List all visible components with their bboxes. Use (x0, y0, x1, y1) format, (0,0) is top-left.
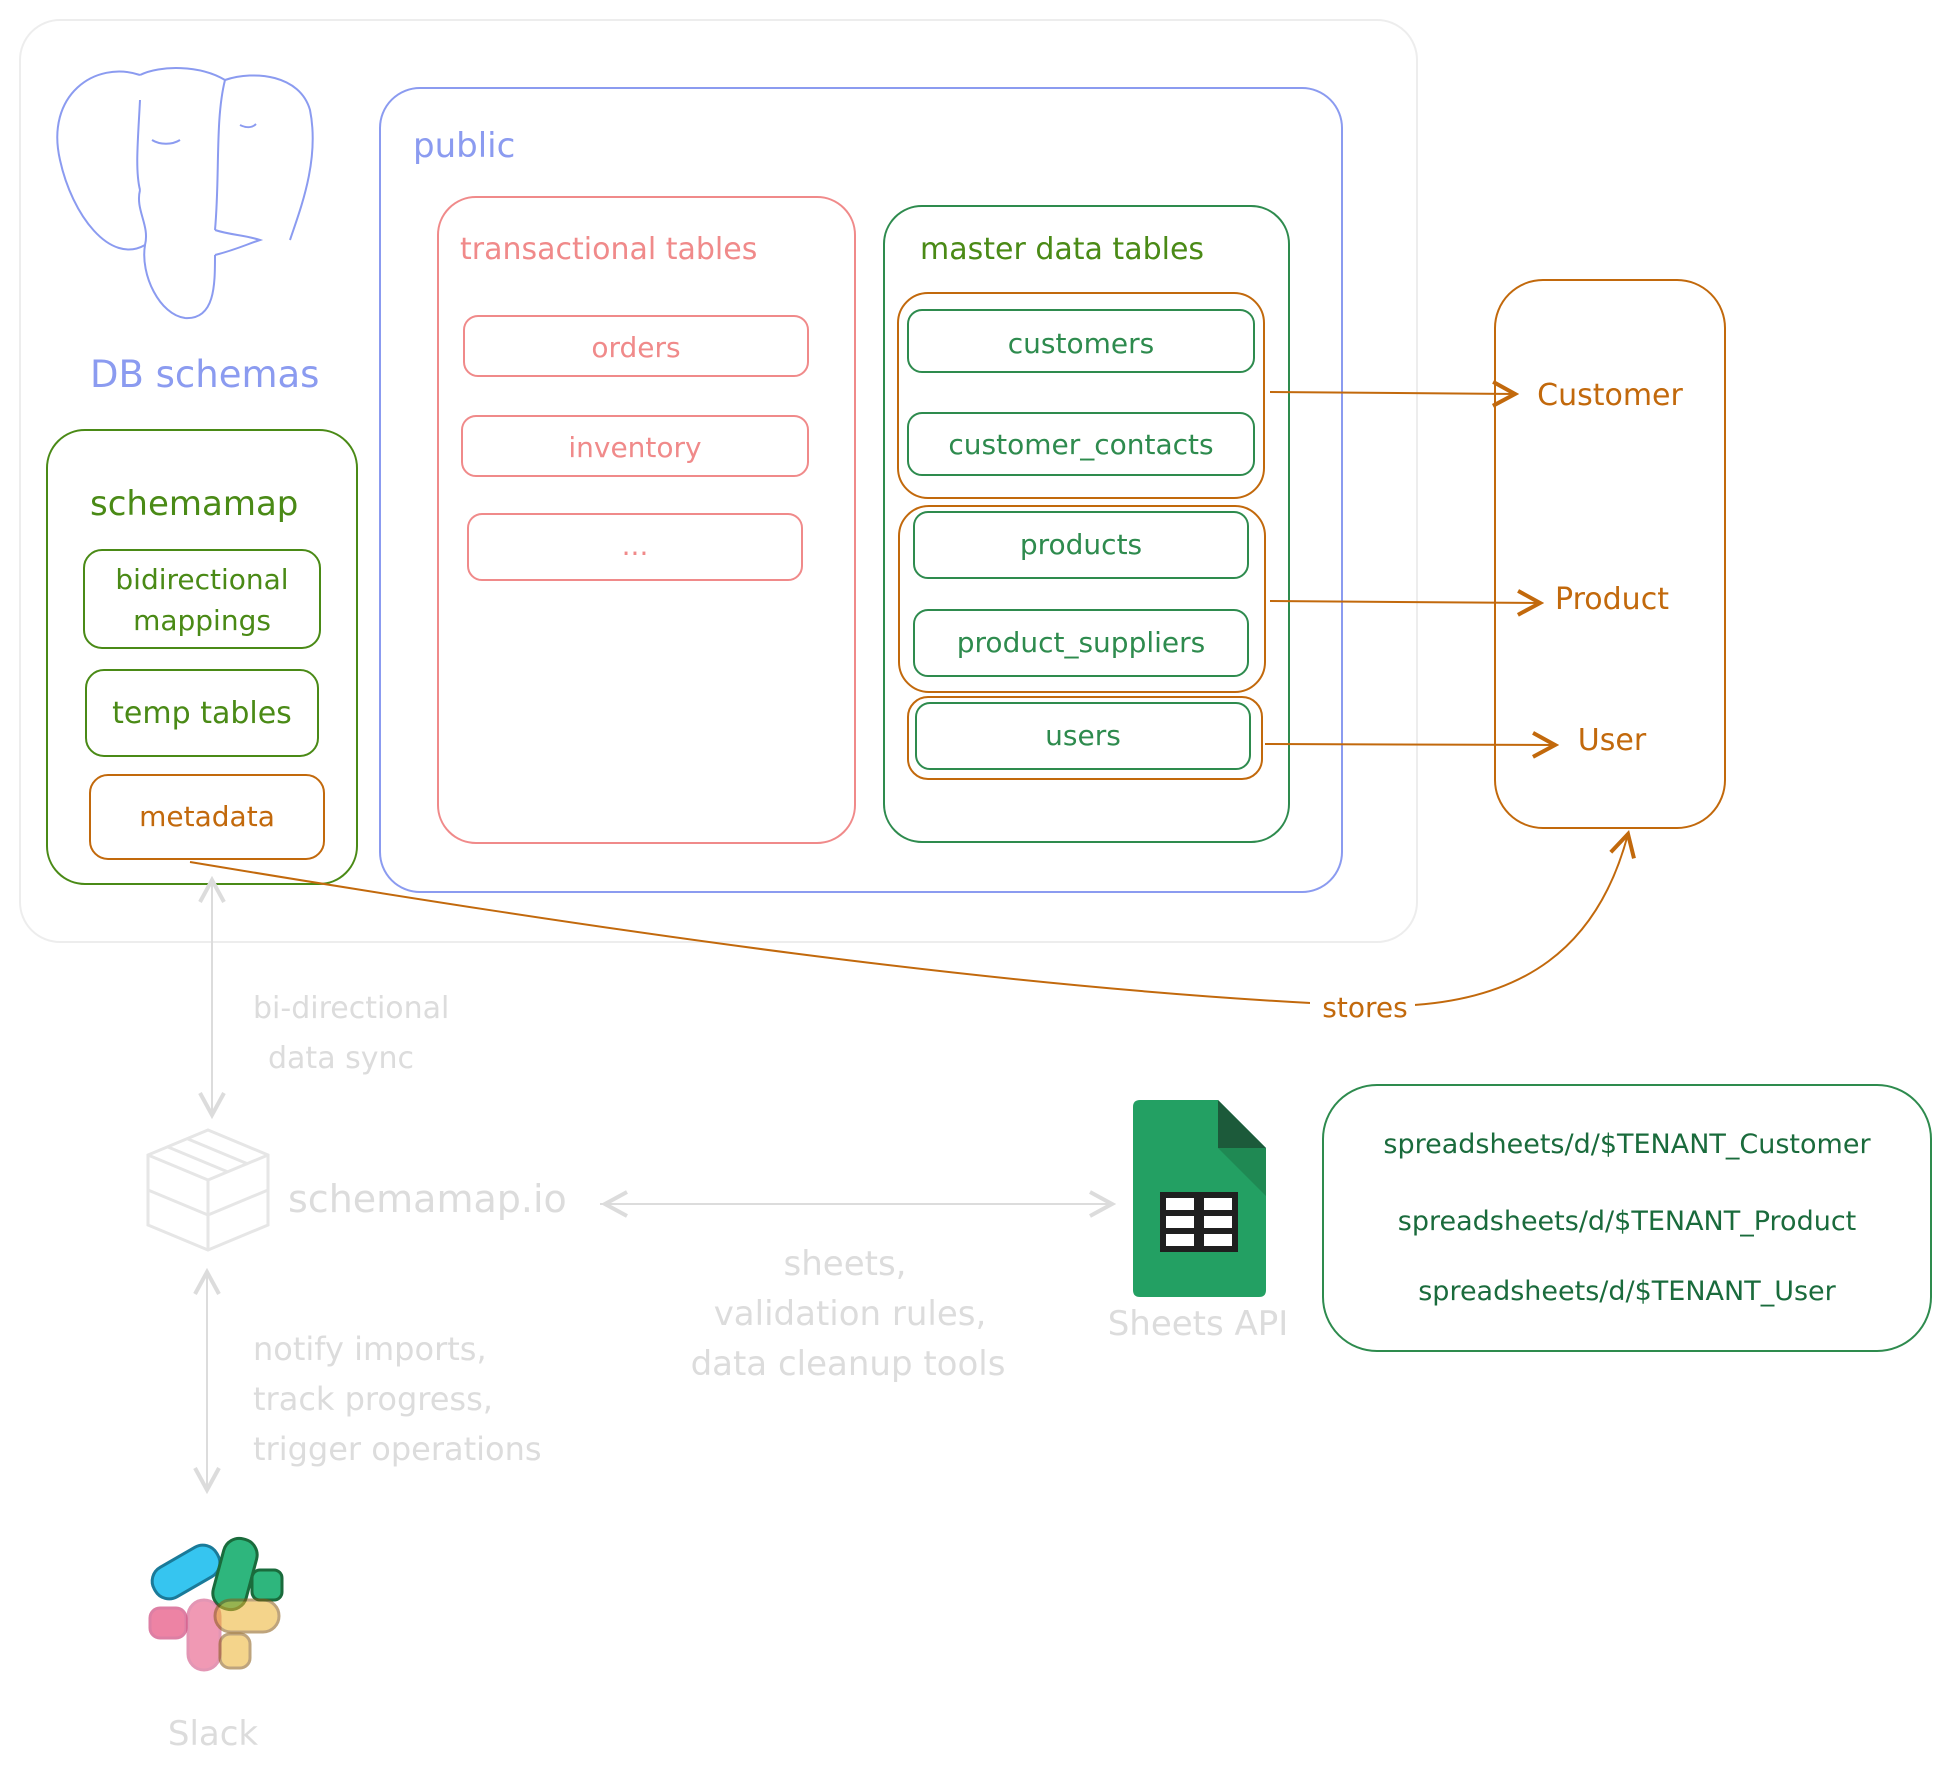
sheets-label-line2: validation rules, (714, 1294, 987, 1334)
transactional-tables-title: transactional tables (460, 232, 757, 267)
table-more[interactable]: ... (467, 513, 803, 581)
spreadsheet-product-link[interactable]: spreadsheets/d/$TENANT_Product (1398, 1206, 1857, 1237)
google-sheets-icon[interactable] (1133, 1100, 1266, 1297)
table-customer-contacts[interactable]: customer_contacts (907, 412, 1255, 476)
temp-tables-table[interactable]: temp tables (85, 669, 319, 757)
sheets-api-label: Sheets API (1108, 1304, 1289, 1344)
spreadsheet-user-link[interactable]: spreadsheets/d/$TENANT_User (1418, 1276, 1836, 1307)
public-schema-box (379, 87, 1343, 893)
schemamap-io-label[interactable]: schemamap.io (288, 1177, 567, 1221)
entity-user[interactable]: User (1578, 723, 1647, 758)
table-more-label: ... (622, 529, 649, 562)
table-users-box (915, 702, 1251, 770)
table-product-suppliers-box (913, 609, 1249, 677)
sync-label-line2: data sync (268, 1041, 414, 1076)
mappings-label: mappings (133, 604, 271, 637)
entity-product[interactable]: Product (1555, 582, 1669, 617)
table-customers-label: customers (1008, 327, 1154, 360)
slack-label: Slack (168, 1714, 259, 1754)
table-products-box (913, 511, 1249, 579)
temp-tables-box (85, 669, 319, 757)
table-users-label: users (1045, 719, 1121, 752)
sheets-label-line3: data cleanup tools (691, 1344, 1006, 1384)
entity-customer[interactable]: Customer (1537, 378, 1683, 413)
table-inventory-box (461, 415, 809, 477)
table-more-box (467, 513, 803, 581)
table-users[interactable]: users (915, 702, 1251, 770)
table-customers[interactable]: customers (907, 309, 1255, 373)
metadata-label: metadata (139, 800, 275, 833)
slack-logo-icon[interactable] (146, 1535, 284, 1672)
stores-arrow (189, 834, 1628, 1008)
table-products[interactable]: products (913, 511, 1249, 579)
table-customers-box (907, 309, 1255, 373)
table-product-suppliers-label: product_suppliers (957, 626, 1205, 659)
schemamap-io-logo-icon (146, 1128, 270, 1252)
table-orders-box (463, 315, 809, 377)
sync-label-line1: bi-directional (253, 991, 449, 1026)
db-schemas-caption: DB schemas (90, 353, 319, 396)
table-inventory[interactable]: inventory (461, 415, 809, 477)
table-products-label: products (1020, 528, 1142, 561)
notify-label-line2: track progress, (253, 1380, 493, 1418)
table-customer-contacts-box (907, 412, 1255, 476)
temp-tables-label: temp tables (112, 696, 292, 731)
stores-label-bg (1310, 990, 1415, 1024)
schemamap-schema-title: schemamap (90, 484, 298, 524)
metadata-box (89, 774, 325, 860)
stores-label: stores (1322, 991, 1407, 1024)
user-tables-bracket (907, 696, 1263, 780)
table-orders-label: orders (591, 331, 680, 364)
entity-mapping-arrows (1264, 392, 1555, 745)
master-data-tables-group (883, 205, 1290, 843)
product-tables-bracket (898, 505, 1266, 693)
transactional-tables-group (437, 196, 856, 844)
public-schema-title: public (413, 126, 515, 166)
master-data-tables-title: master data tables (920, 232, 1204, 267)
db-frame (19, 19, 1418, 943)
bidirectional-label: bidirectional (115, 563, 288, 596)
bidirectional-mappings-table[interactable]: bidirectional mappings (83, 549, 321, 649)
entities-box (1494, 279, 1726, 829)
notify-label-line1: notify imports, (253, 1330, 487, 1368)
table-inventory-label: inventory (568, 431, 701, 464)
bidirectional-mappings-box (83, 549, 321, 649)
customer-tables-bracket (897, 292, 1265, 499)
sheets-label-line1: sheets, (784, 1244, 907, 1284)
table-product-suppliers[interactable]: product_suppliers (913, 609, 1249, 677)
metadata-table[interactable]: metadata (89, 774, 325, 860)
notify-label-line3: trigger operations (253, 1430, 542, 1468)
spreadsheet-customer-link[interactable]: spreadsheets/d/$TENANT_Customer (1383, 1129, 1871, 1160)
spreadsheets-box (1322, 1084, 1932, 1352)
table-customer-contacts-label: customer_contacts (948, 428, 1213, 461)
postgres-elephant-icon (56, 67, 314, 320)
table-orders[interactable]: orders (463, 315, 809, 377)
